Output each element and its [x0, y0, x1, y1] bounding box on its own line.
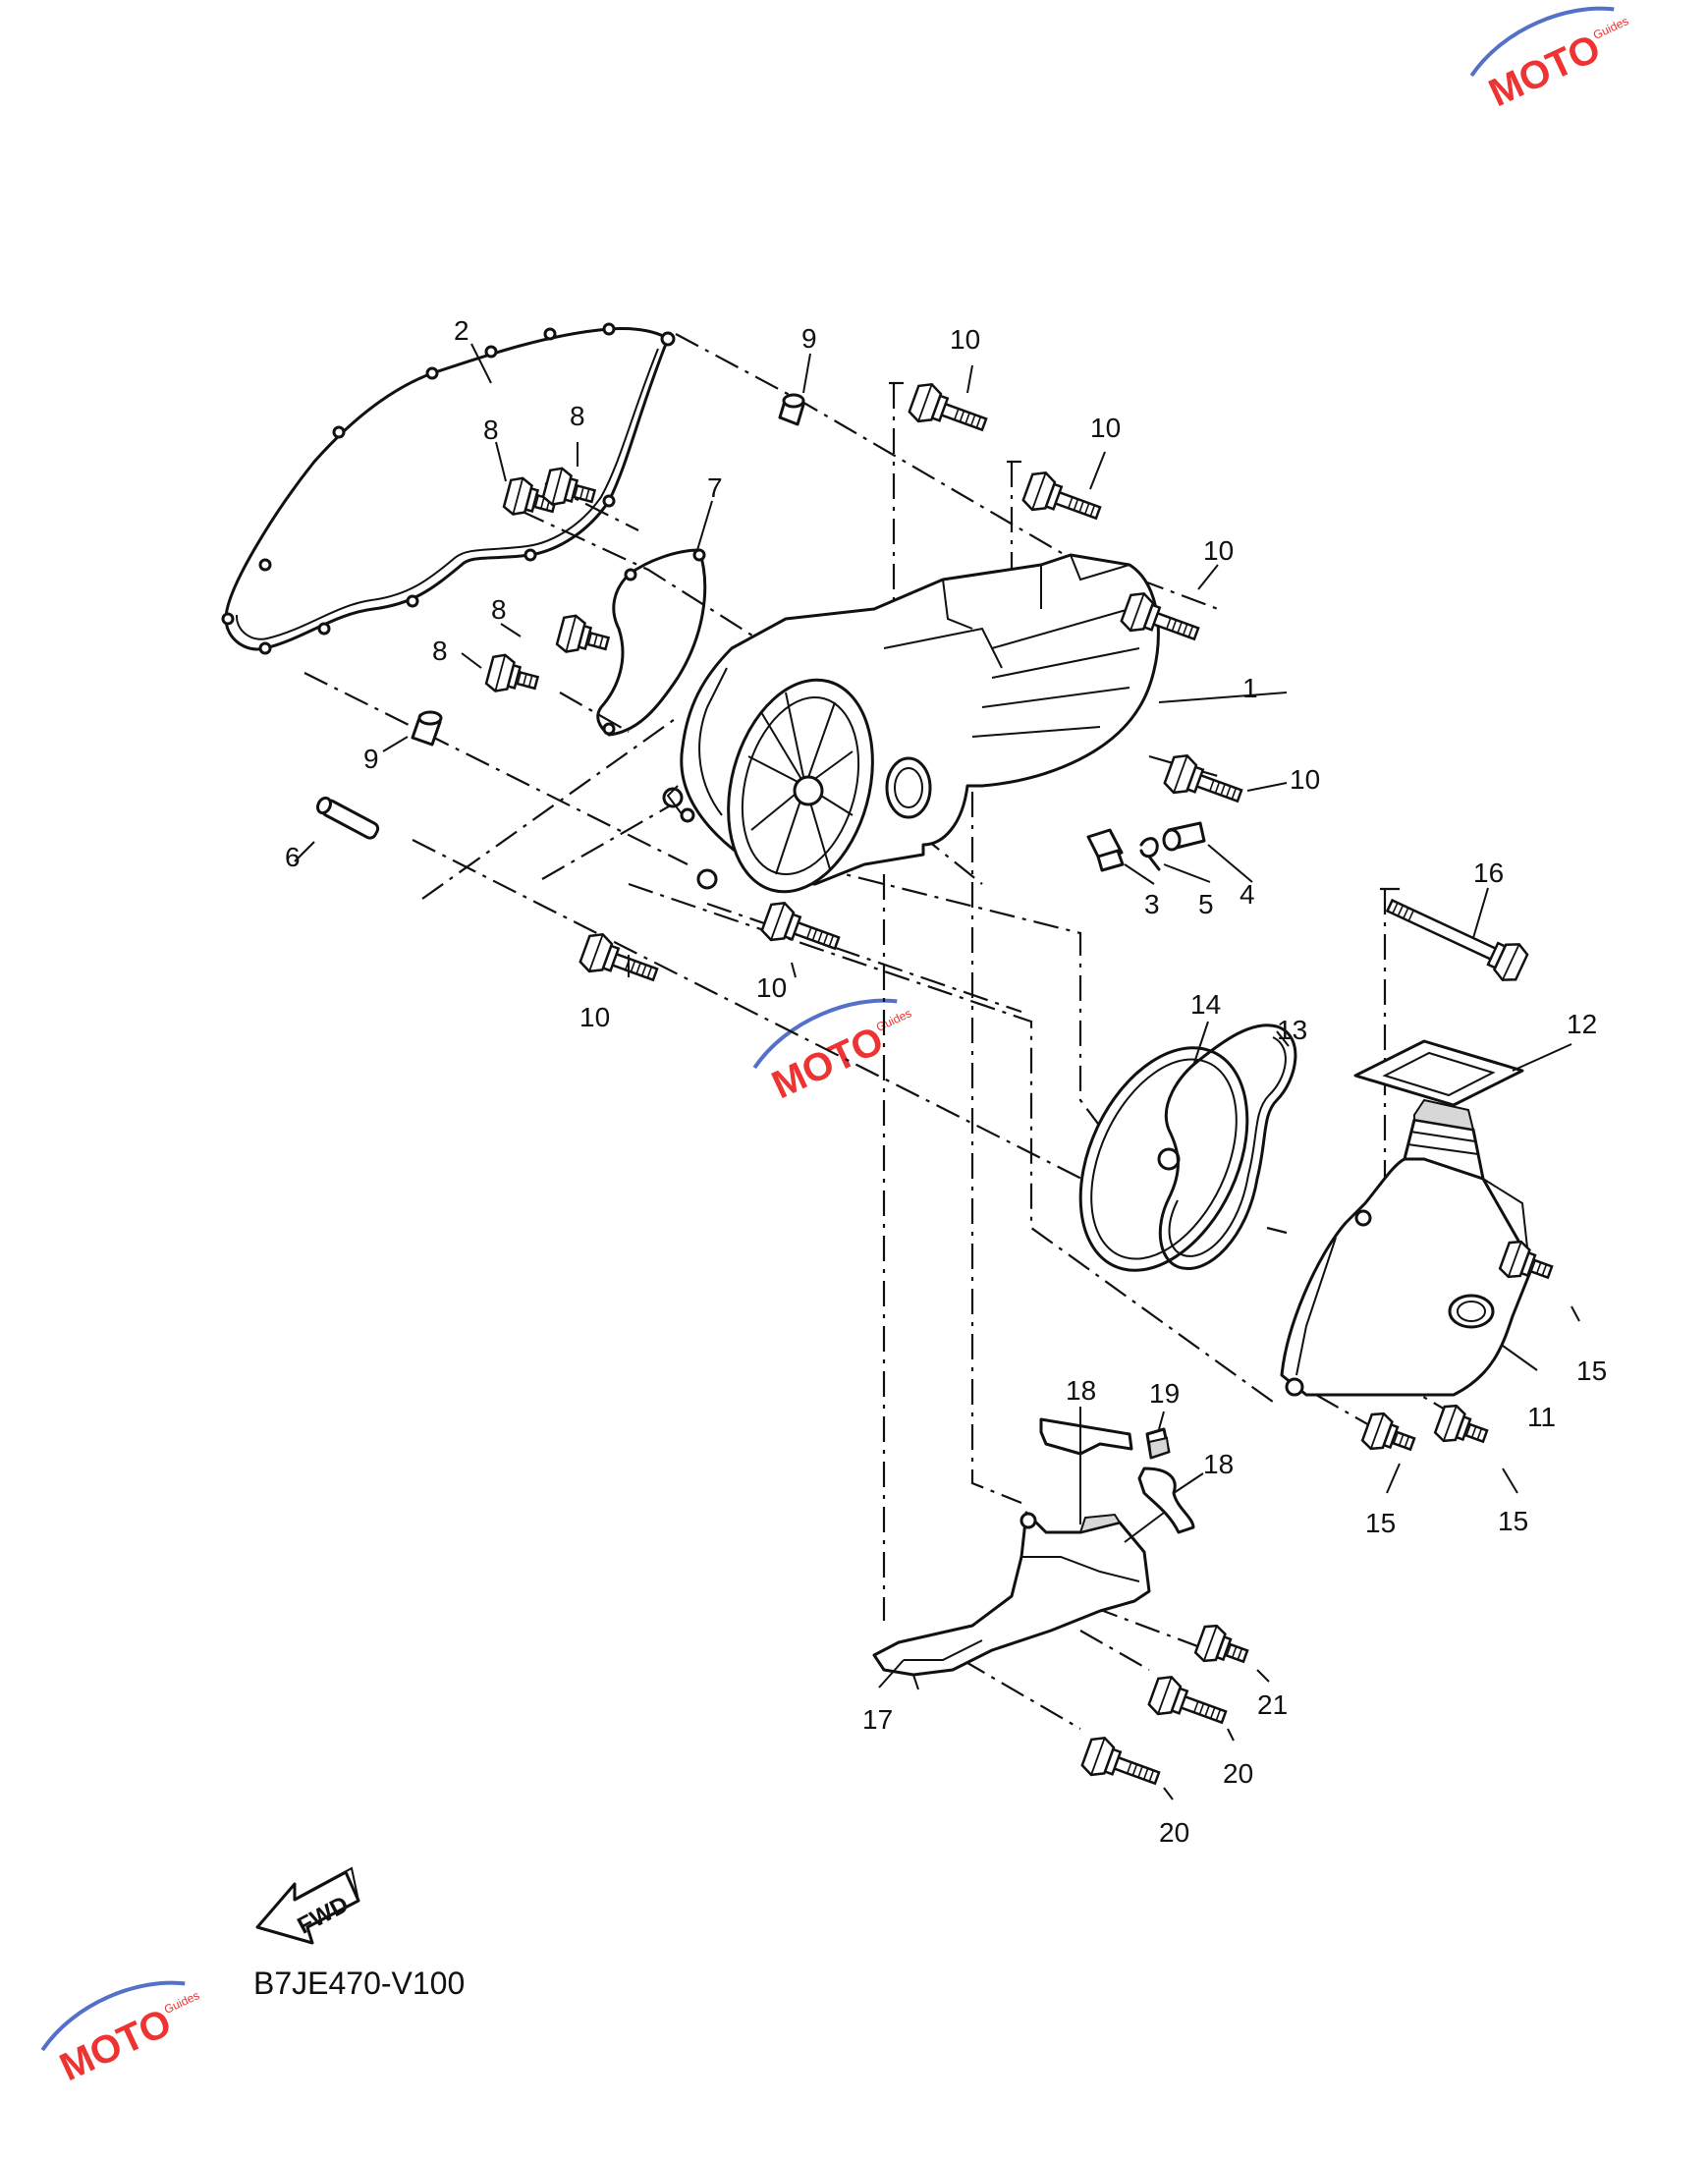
watermark-brand: MOTO	[1482, 27, 1607, 115]
part-18-band-b	[1137, 1467, 1195, 1534]
part-10-bolt-a	[906, 378, 993, 445]
watermark-tagline: Guides	[874, 1006, 913, 1034]
callout-6: 6	[285, 842, 301, 872]
callout-11: 11	[1527, 1402, 1556, 1432]
part-13-o-ring	[1158, 1024, 1297, 1270]
callout-16: 16	[1473, 858, 1504, 888]
callout-8-a: 8	[483, 415, 499, 445]
callout-18-b: 18	[1203, 1449, 1234, 1479]
callout-8-d: 8	[432, 636, 448, 666]
part-21-bolt	[1192, 1621, 1253, 1676]
watermark-brand: MOTO	[765, 1019, 890, 1107]
callout-17: 17	[862, 1704, 893, 1735]
watermark-brand: MOTO	[53, 2001, 178, 2089]
callout-10-f: 10	[756, 972, 787, 1003]
part-2-crankcase-gasket	[221, 322, 676, 655]
watermark-logo-bottom-left: MOTO Guides	[40, 1980, 201, 2089]
part-15-bolt-b	[1359, 1409, 1420, 1464]
callout-14: 14	[1190, 989, 1221, 1020]
part-16-long-bolt	[1380, 886, 1531, 986]
callout-13: 13	[1277, 1015, 1307, 1045]
watermark-logo-top-right: MOTO Guides	[1469, 6, 1630, 115]
callout-15-b: 15	[1365, 1508, 1396, 1538]
callout-7: 7	[707, 472, 723, 503]
callout-20-b: 20	[1159, 1817, 1189, 1848]
part-9-dowel-pin-left	[411, 710, 443, 747]
diagram-code: B7JE470-V100	[253, 1966, 465, 2001]
callout-8-b: 8	[570, 401, 585, 431]
part-12-duct-seal	[1353, 1039, 1524, 1107]
leader-lines	[294, 343, 1580, 1800]
callout-19: 19	[1149, 1378, 1180, 1409]
part-3-drain-fitting	[1086, 828, 1125, 872]
callout-2: 2	[454, 315, 469, 346]
callout-1: 1	[1242, 673, 1258, 703]
part-6-dowel	[316, 796, 380, 840]
callout-5: 5	[1198, 889, 1214, 919]
callout-10-a: 10	[950, 324, 980, 355]
part-20-bolt-a	[1145, 1671, 1233, 1738]
part-14-cover-seal	[1078, 1046, 1249, 1272]
part-10-bolt-b	[1019, 467, 1107, 533]
callout-4: 4	[1240, 879, 1255, 910]
part-8-bolt-c	[554, 611, 614, 663]
part-10-bolt-e	[577, 928, 664, 995]
callout-10-c: 10	[1203, 535, 1234, 566]
assembly-lines	[303, 333, 1504, 1730]
callout-10-b: 10	[1090, 413, 1121, 443]
callout-15-c: 15	[1498, 1506, 1528, 1536]
callout-21: 21	[1257, 1689, 1288, 1720]
part-9-dowel-pin-top	[778, 393, 805, 426]
part-1-crankcase-cover	[662, 553, 1160, 894]
part-18-band-a	[1039, 1417, 1133, 1456]
callout-9-left: 9	[363, 744, 379, 774]
callout-12: 12	[1567, 1009, 1597, 1039]
part-10-bolt-f	[758, 897, 846, 964]
part-5-clip	[1139, 837, 1161, 871]
callout-9-top: 9	[801, 323, 817, 354]
part-11-outer-duct-cover	[1280, 1098, 1534, 1397]
watermark-tagline: Guides	[1591, 14, 1630, 42]
callout-3: 3	[1144, 889, 1160, 919]
fwd-direction-arrow: FWD	[255, 1866, 360, 1945]
part-20-bolt-b	[1078, 1732, 1166, 1799]
callout-10-e: 10	[579, 1002, 610, 1032]
callout-15-a: 15	[1576, 1356, 1607, 1386]
part-17-lower-guard-bracket	[872, 1511, 1151, 1690]
callout-18-a: 18	[1066, 1375, 1096, 1406]
part-19-clip	[1145, 1427, 1171, 1460]
part-15-bolt-c	[1432, 1401, 1493, 1456]
part-10-bolt-d	[1161, 749, 1248, 816]
part-4-hose-fitting	[1162, 821, 1206, 852]
callout-20-a: 20	[1223, 1758, 1253, 1789]
callout-10-d: 10	[1290, 764, 1320, 795]
part-7-inner-gasket	[596, 548, 707, 737]
callout-labels: 2 9 10 10 8 8 7 10 1 8 8 9 10 6 3 5 4 16…	[285, 315, 1607, 1848]
callout-8-c: 8	[491, 594, 507, 625]
part-8-bolt-d	[483, 650, 543, 702]
watermark-tagline: Guides	[162, 1988, 201, 2017]
